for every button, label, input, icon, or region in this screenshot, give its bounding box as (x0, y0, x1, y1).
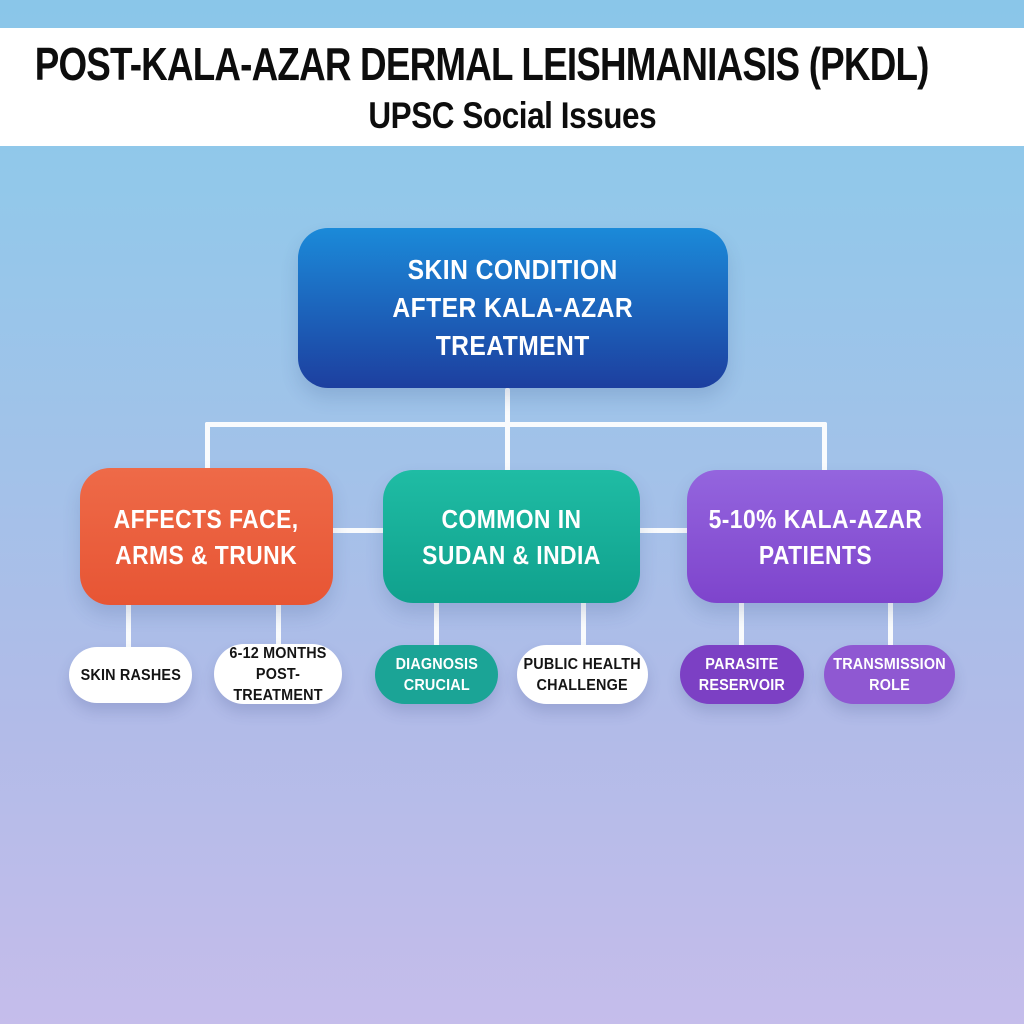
pill-skin-rashes-label: SKIN RASHES (80, 666, 181, 684)
pill-public-health-label: PUBLIC HEALTH CHALLENGE (523, 655, 642, 694)
pill-transmission-role: TRANSMISSION ROLE (824, 645, 955, 704)
pill-public-health: PUBLIC HEALTH CHALLENGE (517, 645, 648, 704)
connector-teal-purple (637, 528, 690, 533)
connector-pill-6 (888, 598, 893, 650)
pill-6-12-months-label: 6-12 MONTHS POST-TREATMENT (229, 644, 327, 704)
pill-6-12-months: 6-12 MONTHS POST-TREATMENT (214, 644, 342, 704)
pill-diagnosis: DIAGNOSIS CRUCIAL (375, 645, 498, 704)
root-box-label: SKIN CONDITION AFTER KALA-AZAR TREATMENT (392, 254, 634, 361)
pill-parasite-reservoir: PARASITE RESERVOIR (680, 645, 804, 704)
pill-diagnosis-label: DIAGNOSIS CRUCIAL (395, 655, 478, 694)
branch-box-affects-label: AFFECTS FACE, ARMS & TRUNK (114, 503, 299, 570)
branch-box-common-label: COMMON IN SUDAN & INDIA (422, 503, 601, 570)
connector-pill-5 (739, 598, 744, 650)
branch-box-common: COMMON IN SUDAN & INDIA (383, 470, 640, 603)
connector-orange-teal (330, 528, 386, 533)
connector-rail (205, 422, 827, 427)
pill-skin-rashes: SKIN RASHES (69, 647, 192, 703)
connector-drop-mid (505, 422, 510, 474)
connector-root-stem (505, 388, 510, 427)
branch-box-patients: 5-10% KALA-AZAR PATIENTS (687, 470, 943, 603)
header-band: POST-KALA-AZAR DERMAL LEISHMANIASIS (PKD… (0, 28, 1024, 146)
connector-pill-1 (126, 600, 131, 650)
connector-drop-right (822, 422, 827, 474)
connector-pill-3 (434, 598, 439, 650)
pill-transmission-role-label: TRANSMISSION ROLE (833, 655, 946, 694)
branch-box-affects: AFFECTS FACE, ARMS & TRUNK (80, 468, 333, 605)
title-row: POST-KALA-AZAR DERMAL LEISHMANIASIS (PKD… (0, 37, 1024, 91)
page-title: POST-KALA-AZAR DERMAL LEISHMANIASIS (PKD… (35, 38, 930, 90)
pill-parasite-reservoir-label: PARASITE RESERVOIR (698, 655, 786, 694)
page-subtitle: UPSC Social Issues (368, 95, 656, 136)
branch-box-patients-label: 5-10% KALA-AZAR PATIENTS (708, 503, 922, 570)
root-box: SKIN CONDITION AFTER KALA-AZAR TREATMENT (298, 228, 728, 388)
connector-drop-left (205, 422, 210, 472)
connector-pill-4 (581, 598, 586, 650)
connector-pill-2 (276, 600, 281, 650)
